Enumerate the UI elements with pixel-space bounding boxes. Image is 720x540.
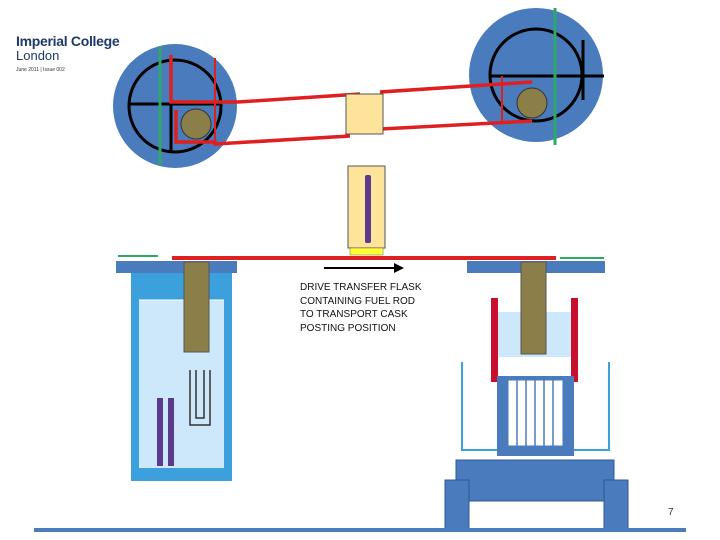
logo-line-2: London: [16, 48, 60, 63]
imperial-college-logo: Imperial College London June 2011 | Issu…: [16, 33, 120, 74]
caption-line: TO TRANSPORT CASK: [300, 309, 408, 320]
left-drive-drum: [113, 44, 237, 168]
caption-line: POSTING POSITION: [300, 322, 396, 334]
floor-line: [34, 528, 686, 532]
date-issue: June 2011 | Issue 002: [16, 67, 65, 73]
logo-line-1: Imperial College: [16, 33, 120, 49]
left-grab-plunger: [183, 261, 210, 353]
fuel-rod: [365, 175, 371, 243]
page-number: 7: [668, 507, 674, 518]
left-storage-pond: [116, 261, 237, 481]
caption-line: CONTAINING FUEL ROD: [300, 295, 416, 307]
belt-carriage: [345, 93, 384, 135]
transport-cask-station: [444, 261, 629, 531]
transfer-rail: [172, 256, 556, 260]
direction-arrow: [324, 263, 404, 273]
transfer-caption: DRIVE TRANSFER FLASK CONTAINING FUEL ROD…: [300, 281, 440, 335]
transfer-flask: [347, 165, 386, 256]
drive-belt: [169, 55, 533, 146]
caption-line: DRIVE TRANSFER FLASK: [300, 282, 422, 293]
right-grab-plunger: [520, 261, 547, 355]
cask-trolley: [455, 459, 615, 502]
